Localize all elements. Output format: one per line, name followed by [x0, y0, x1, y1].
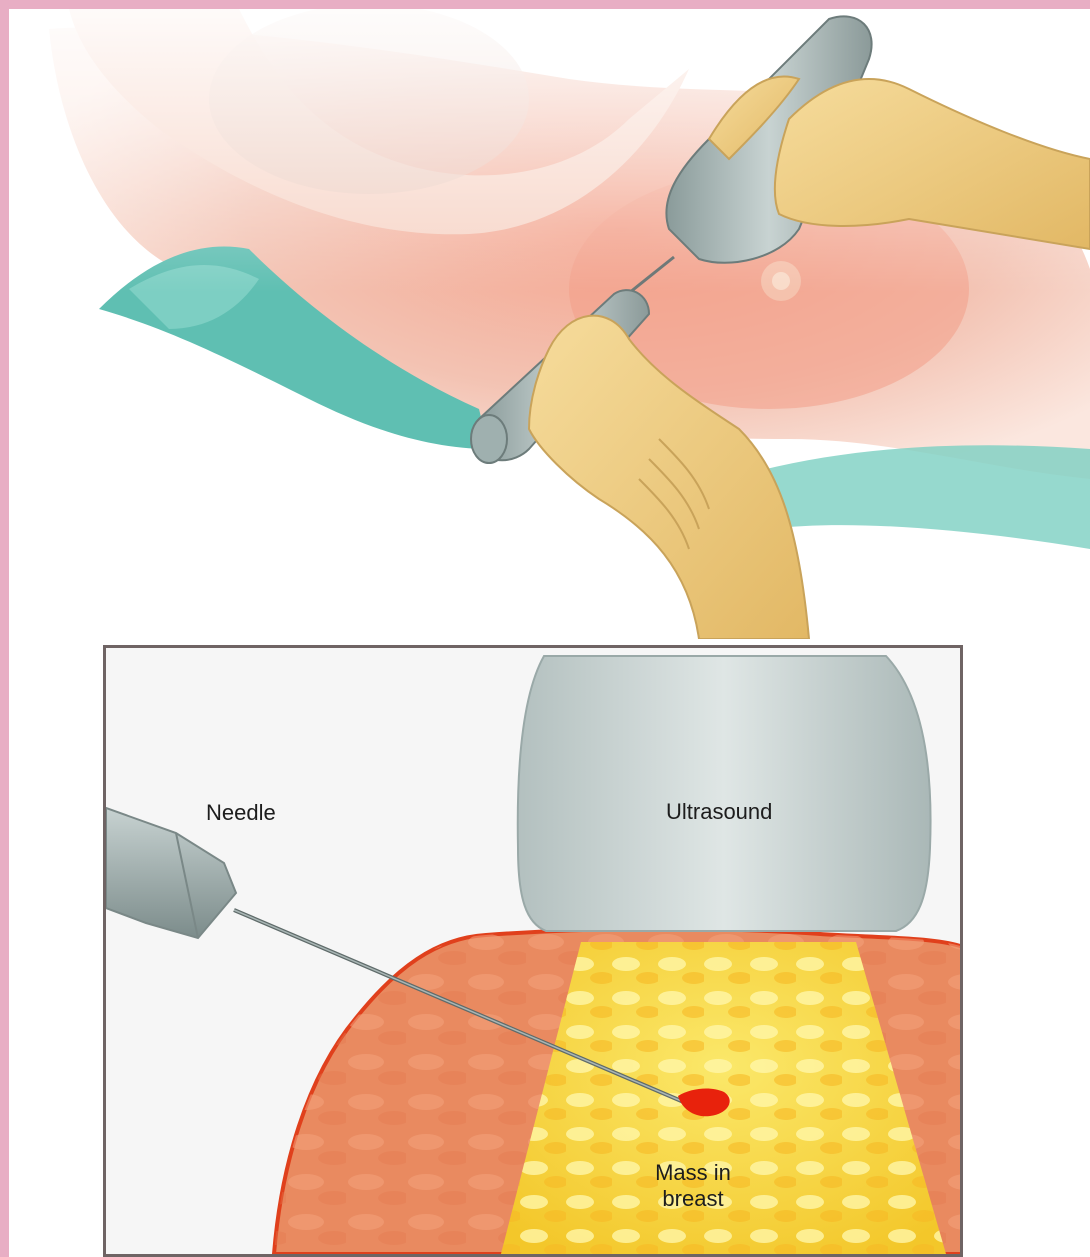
mass-label-line1: Mass in [655, 1160, 731, 1185]
ultrasound-label: Ultrasound [666, 799, 772, 825]
needle-hub [106, 808, 236, 938]
ultrasound-probe-head [518, 656, 931, 931]
needle-label: Needle [206, 800, 276, 826]
mass-label-line2: breast [662, 1186, 723, 1211]
figure: Needle Ultrasound Mass in breast [9, 9, 1090, 1257]
cross-section-diagram [106, 648, 960, 1254]
mass-label: Mass in breast [652, 1160, 734, 1212]
cross-section-panel: Needle Ultrasound Mass in breast [103, 645, 963, 1257]
biopsy-procedure-illustration [9, 9, 1090, 639]
